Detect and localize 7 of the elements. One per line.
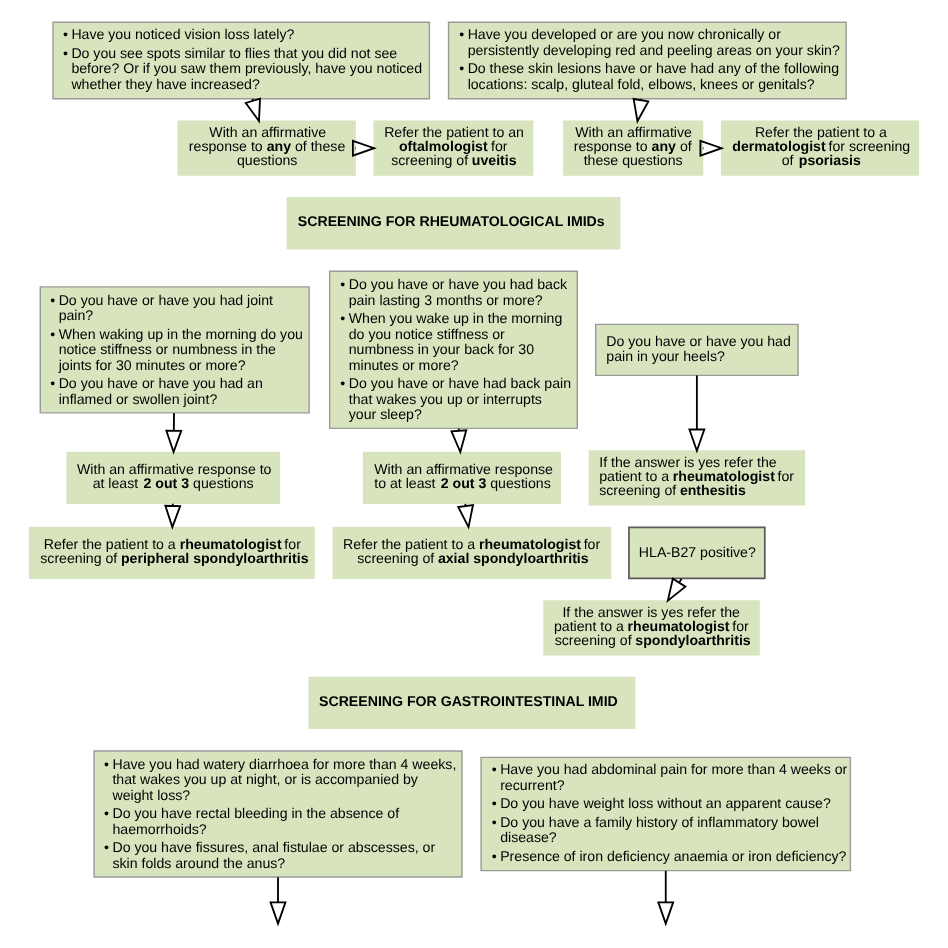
arrow bbox=[666, 577, 687, 603]
arrow bbox=[657, 869, 675, 927]
arrow bbox=[165, 412, 183, 455]
arrow bbox=[450, 427, 468, 455]
arrow bbox=[351, 139, 377, 157]
arrow bbox=[269, 876, 287, 927]
arrow bbox=[688, 374, 706, 454]
